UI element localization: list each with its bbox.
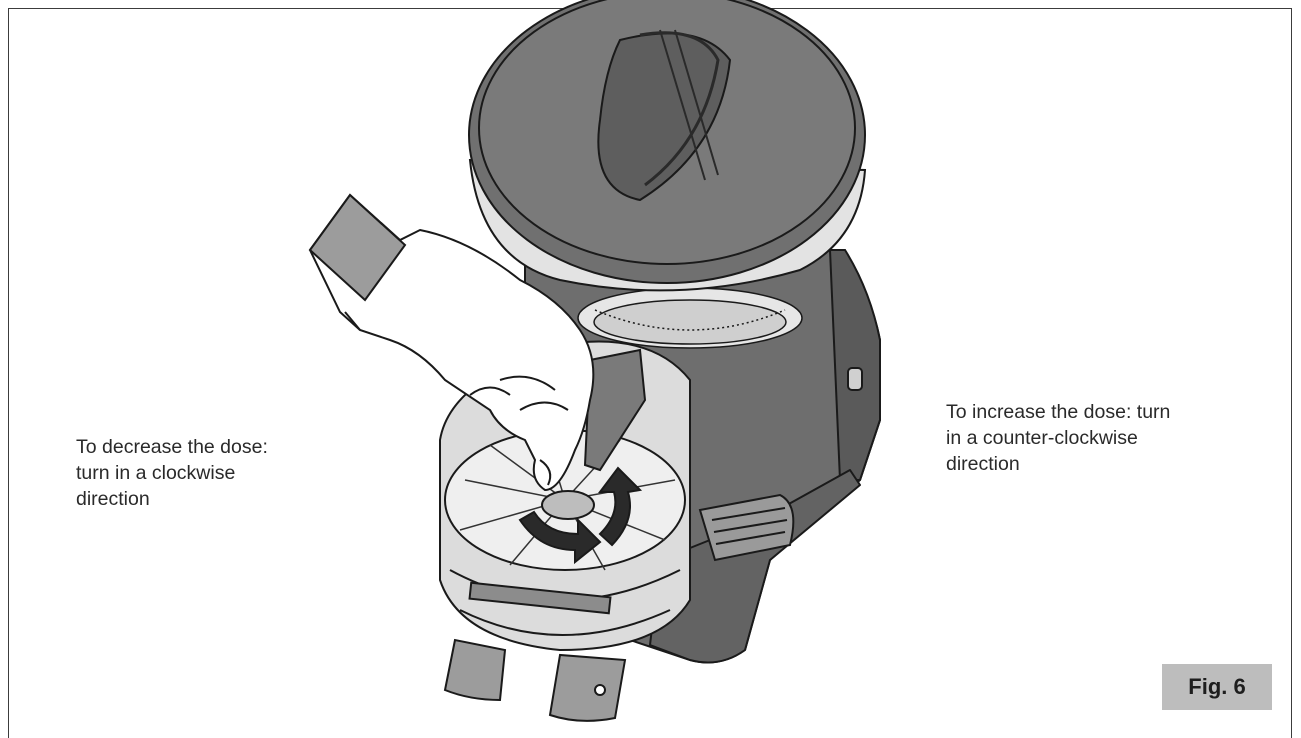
tamper [698, 493, 795, 562]
grinder-feet [443, 638, 627, 722]
caption-increase-dose: To increase the dose: turn in a counter-… [946, 401, 1171, 475]
figure-label: Fig. 6 [1162, 664, 1272, 710]
hand [308, 193, 595, 492]
doser [439, 340, 691, 652]
hopper-lid [468, 0, 866, 284]
arrow-clockwise-icon [518, 510, 602, 565]
caption-decrease-dose: To decrease the dose: turn in a clockwis… [76, 436, 268, 510]
burr-ring [577, 287, 803, 349]
arrow-counter-clockwise-icon [598, 466, 643, 547]
